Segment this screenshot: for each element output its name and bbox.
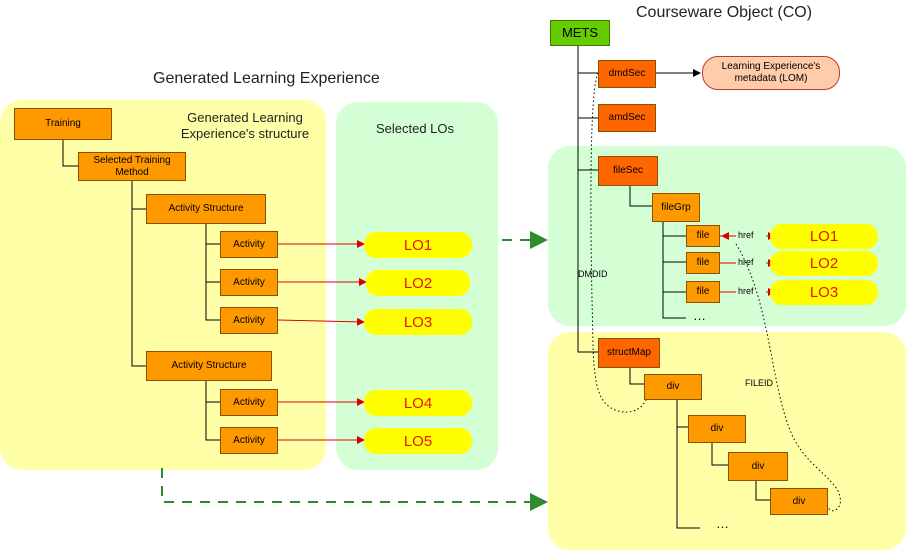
lom-metadata-box: Learning Experience's metadata (LOM) [702, 56, 840, 90]
div-box-1: div [644, 374, 702, 400]
div-ellipsis: … [716, 516, 729, 531]
gle-structure-label: Generated Learning Experience's structur… [180, 110, 310, 141]
div-box-4: div [770, 488, 828, 515]
mets-box: METS [550, 20, 610, 46]
lo-pill-2: LO2 [366, 270, 470, 296]
dmdsec-box: dmdSec [598, 60, 656, 88]
file-box-1: file [686, 225, 720, 247]
div-box-3: div [728, 452, 788, 481]
file-ellipsis: … [693, 308, 706, 323]
lo-pill-4: LO4 [364, 390, 472, 416]
gle-title: Generated Learning Experience [153, 70, 380, 87]
co-title: Courseware Object (CO) [636, 4, 813, 21]
lo-pill-5: LO5 [364, 428, 472, 454]
training-box: Training [14, 108, 112, 140]
file-box-3: file [686, 281, 720, 303]
selected-training-method-box: Selected Training Method [78, 152, 186, 181]
href-label-3: href [738, 286, 754, 296]
co-lo-pill-1: LO1 [770, 224, 878, 249]
co-lo-pill-2: LO2 [770, 251, 878, 276]
selected-los-label: Selected LOs [375, 121, 455, 136]
activity-box-1: Activity [220, 231, 278, 258]
activity-structure-box-2: Activity Structure [146, 351, 272, 381]
filesec-box: fileSec [598, 156, 658, 186]
href-label-2: href [738, 257, 754, 267]
dmdid-label: DMDID [578, 269, 608, 279]
div-box-2: div [688, 415, 746, 443]
file-box-2: file [686, 252, 720, 274]
href-label-1: href [738, 230, 754, 240]
activity-box-4: Activity [220, 389, 278, 416]
activity-box-5: Activity [220, 427, 278, 454]
structmap-box: structMap [598, 338, 660, 368]
activity-structure-box-1: Activity Structure [146, 194, 266, 224]
amdsec-box: amdSec [598, 104, 656, 132]
filegrp-box: fileGrp [652, 193, 700, 222]
co-lo-pill-3: LO3 [770, 280, 878, 305]
lo-pill-3: LO3 [364, 309, 472, 335]
fileid-label: FILEID [745, 378, 774, 388]
activity-box-3: Activity [220, 307, 278, 334]
lo-pill-1: LO1 [364, 232, 472, 258]
activity-box-2: Activity [220, 269, 278, 296]
